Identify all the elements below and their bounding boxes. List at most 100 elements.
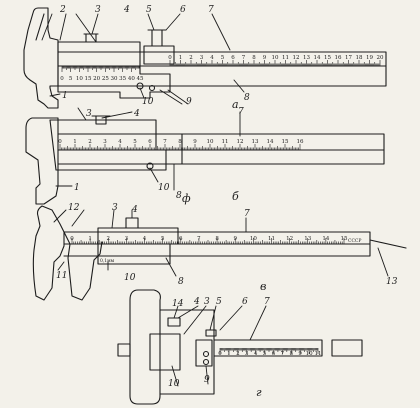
caliper-d [117, 289, 363, 405]
stem-d [117, 343, 131, 357]
scale-ticks [59, 60, 381, 354]
main-scale-a-label: 3 [200, 55, 204, 61]
main-scale-a-label: 4 [210, 55, 214, 61]
caliper-b [25, 115, 385, 205]
main-scale-b-label: 14 [267, 139, 274, 145]
main-scale-a-label: 2 [189, 55, 193, 61]
callouts-d: 14 4 3 5 6 7 10 9 г [168, 297, 270, 399]
screw-9-a [148, 84, 156, 92]
callout-8: 8 [244, 93, 250, 103]
stray-mark: ф [182, 192, 191, 205]
main-scale-a-label: 18 [356, 55, 363, 61]
callout-9: 9 [186, 97, 192, 107]
fine-adjust-d [195, 339, 213, 367]
main-scale-a-label: 19 [366, 55, 373, 61]
subfigure-label-c: в [260, 280, 266, 293]
subfigure-label-b: б [232, 190, 239, 203]
main-scale-b-label: 13 [252, 139, 259, 145]
main-scale-a-label: 16 [335, 55, 342, 61]
callout-10: 10 [142, 97, 154, 107]
callout-1: 1 [62, 91, 68, 101]
main-scale-c-label: 4 [143, 236, 147, 242]
callout-14: 14 [172, 299, 184, 309]
main-scale-b-label: 9 [193, 139, 197, 145]
callout-4: 4 [123, 5, 130, 15]
main-scale-a-label: 11 [282, 55, 289, 61]
main-scale-a-label: 7 [242, 55, 246, 61]
callout-5: 5 [216, 297, 222, 307]
fixed-jaw-a [23, 7, 59, 109]
main-scale-a-label: 10 [272, 55, 279, 61]
callout-10: 10 [168, 379, 180, 389]
beam-b [57, 133, 385, 165]
main-scale-c-label: 12 [286, 236, 293, 242]
vernier-frame-a [57, 41, 171, 99]
callout-7: 7 [208, 5, 214, 15]
main-scale-b-label: 8 [178, 139, 182, 145]
vernier-scale-a-label: 10 [76, 76, 83, 82]
rule-tail-d [331, 339, 363, 357]
vernier-scale-a-label: 0 [60, 76, 64, 82]
main-scale-c-label: 15 [341, 236, 348, 242]
subfigure-label-d: г [256, 386, 262, 399]
main-scale-a-label: 14 [314, 55, 321, 61]
clamp-screw-4-c [125, 217, 139, 229]
clamp-screw-4-b [91, 115, 111, 125]
main-scale-d-label: 0 [218, 351, 222, 357]
callout-9: 9 [204, 375, 210, 385]
main-scale-c-label: 7 [197, 236, 201, 242]
main-scale-b-label: 16 [297, 139, 304, 145]
callout-1: 1 [74, 183, 80, 193]
callout-4: 4 [131, 205, 138, 215]
callout-6: 6 [242, 297, 248, 307]
main-scale-a-label: 6 [231, 55, 235, 61]
vernier-scale-a-label: 35 [119, 76, 126, 82]
callout-3: 3 [204, 297, 210, 307]
main-scale-a-label: 20 [377, 55, 384, 61]
rule-d [213, 339, 323, 357]
main-scale-b-label: 3 [103, 139, 107, 145]
fixed-jaw-c [32, 205, 65, 301]
callout-7: 7 [244, 209, 250, 219]
main-scale-a-label: 9 [263, 55, 267, 61]
main-scale-c-label: 0 [70, 236, 74, 242]
callout-2: 2 [59, 5, 66, 15]
beam-a [57, 51, 387, 87]
main-scale-b-label: 5 [133, 139, 137, 145]
main-scale-a-label: 5 [221, 55, 225, 61]
vernier-scale-a-label: 40 [128, 76, 135, 82]
callout-7: 7 [238, 107, 244, 117]
callout-13: 13 [386, 277, 398, 287]
caliper-a [23, 7, 387, 109]
main-scale-c-label: 10 [250, 236, 257, 242]
main-scale-a-label: 13 [303, 55, 310, 61]
main-scale-b-label: 10 [207, 139, 214, 145]
main-scale-a-label: 1 [179, 55, 183, 61]
subfigure-label-a: а [232, 98, 239, 111]
main-scale-c-label: 14 [322, 236, 329, 242]
main-scale-d-label: 1 [227, 351, 231, 357]
upper-jaw-tip-a [35, 13, 45, 41]
screw-10-b [146, 162, 154, 170]
main-scale-d-label: 11 [315, 351, 322, 357]
leader-lines [41, 13, 389, 387]
main-scale-c-label: 8 [215, 236, 219, 242]
main-scale-d-label: 7 [281, 351, 285, 357]
main-scale-c-label: 3 [125, 236, 129, 242]
callout-7: 7 [264, 297, 270, 307]
vernier-scale-a-label: 45 [137, 76, 144, 82]
main-scale-c-label: 13 [304, 236, 311, 242]
clamp-screw-6-a [147, 29, 167, 47]
callouts-a: 2 3 4 5 6 7 1 10 9 8 а [59, 5, 250, 111]
vernier-mark: 0,1мм [100, 258, 115, 264]
body-d [159, 309, 215, 395]
callouts-c: 12 3 4 7 11 10 8 13 0,1мм СССР в [56, 203, 398, 293]
callout-4: 4 [193, 297, 200, 307]
main-scale-d-label: 10 [306, 351, 313, 357]
callout-8: 8 [178, 277, 184, 287]
callout-10: 10 [158, 183, 170, 193]
main-scale-b-label: 7 [163, 139, 167, 145]
main-scale-a-label: 8 [252, 55, 256, 61]
main-scale-a-label: 15 [324, 55, 331, 61]
